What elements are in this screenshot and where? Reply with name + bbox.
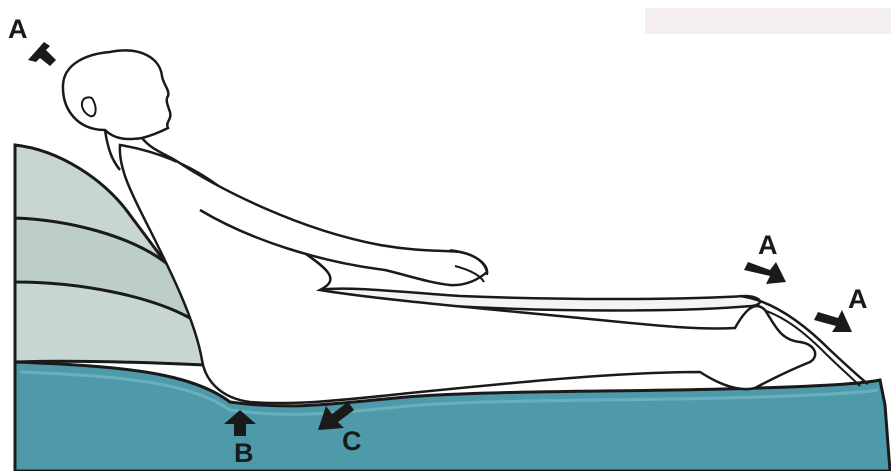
- label-a-head: A: [8, 16, 28, 43]
- arrow-icon-head: [28, 42, 56, 66]
- label-b: B: [234, 440, 254, 467]
- patient-head: [63, 50, 170, 139]
- label-a-heel: A: [848, 286, 868, 313]
- label-a-knee: A: [758, 232, 778, 259]
- label-c: C: [342, 428, 362, 455]
- arrow-icon-heel: [814, 310, 852, 332]
- paper-smudge: [645, 8, 891, 34]
- arrow-icon-knee: [744, 262, 786, 284]
